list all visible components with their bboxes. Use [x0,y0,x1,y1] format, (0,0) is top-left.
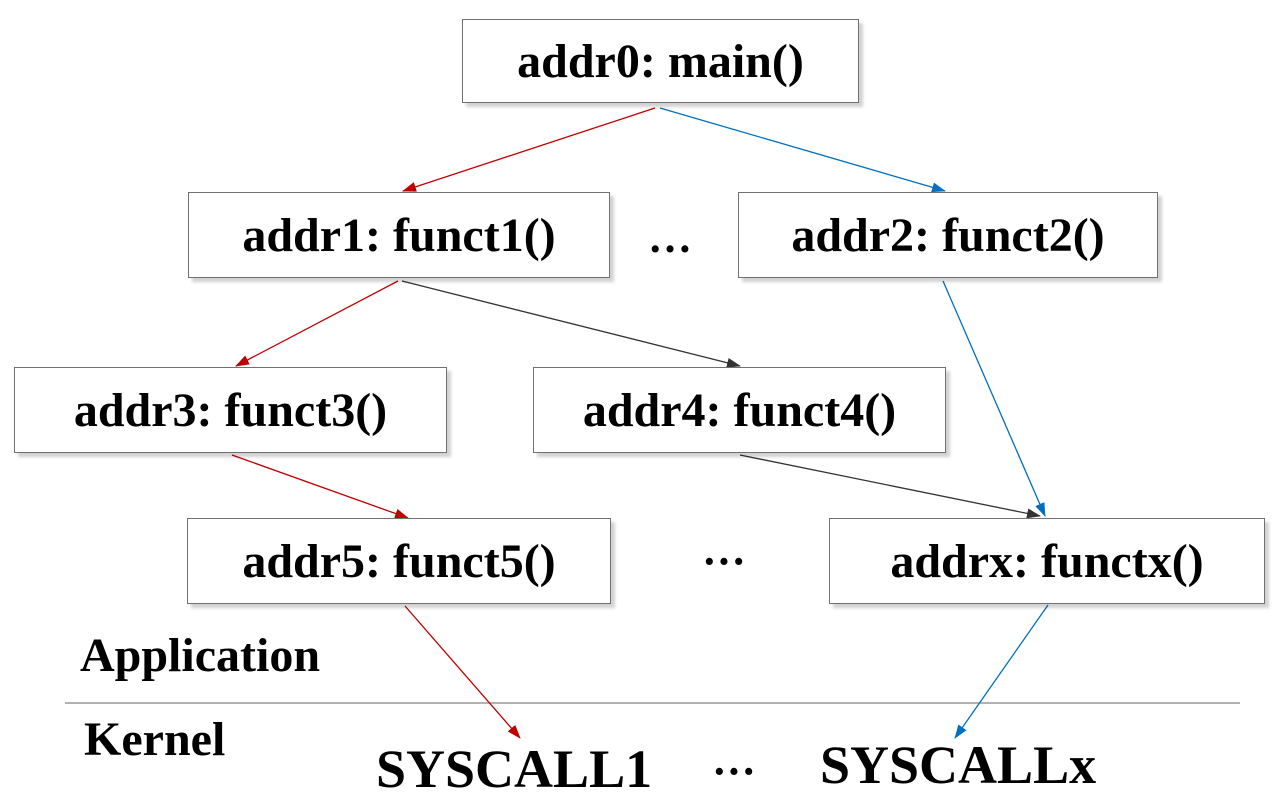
node-funct1: addr1: funct1() [188,192,610,278]
edge-funct4-to-functx [739,454,1041,519]
edge-funct5-to-syscall1 [404,605,521,739]
edge-funct2-to-functx [942,280,1046,517]
layer-label-application: Application [80,629,321,682]
node-functx: addrx: functx() [829,518,1265,604]
edge-main-to-funct2 [659,107,946,193]
node-funct2-label: addr2: funct2() [791,208,1105,262]
layer-label-kernel: Kernel [84,713,226,766]
edge-functx-to-syscallx [954,604,1049,739]
node-funct5: addr5: funct5() [187,518,611,604]
node-funct5-label: addr5: funct5() [242,534,556,588]
node-main-label: addr0: main() [517,34,804,88]
ellipsis-row4: ··· [702,537,747,586]
node-funct4-label: addr4: funct4() [582,383,897,437]
edge-main-to-funct1 [402,107,656,192]
edge-funct1-to-funct3 [235,280,399,367]
syscall-1: SYSCALL1 [376,739,653,799]
ellipsis-syscalls: ··· [712,747,757,796]
node-funct2: addr2: funct2() [738,192,1158,278]
node-funct3: addr3: funct3() [14,367,447,453]
node-funct4: addr4: funct4() [533,367,946,453]
node-funct1-label: addr1: funct1() [242,208,556,262]
node-funct3-label: addr3: funct3() [73,383,388,437]
node-functx-label: addrx: functx() [890,534,1204,588]
syscall-x: SYSCALLx [820,735,1097,795]
node-main: addr0: main() [462,19,859,103]
edge-funct1-to-funct4 [401,280,741,368]
edge-funct3-to-funct5 [231,454,409,519]
ellipsis-row1: … [648,213,692,262]
